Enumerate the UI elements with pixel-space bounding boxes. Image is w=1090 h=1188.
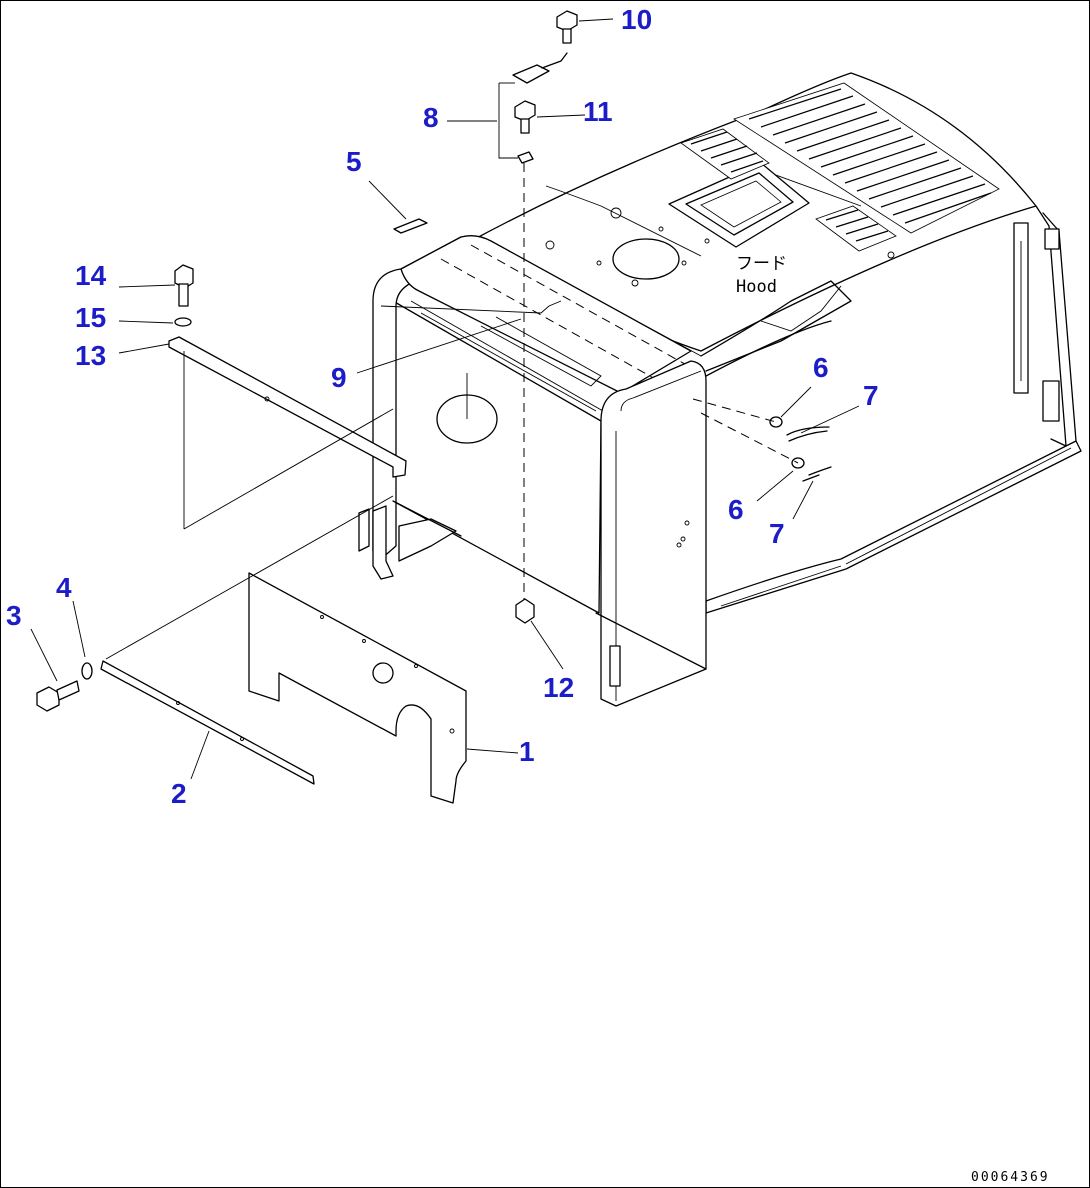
figure-number: 00064369 <box>971 1170 1050 1185</box>
callout-13: 13 <box>75 340 106 371</box>
callout-2: 2 <box>171 778 187 809</box>
part-11-bolt <box>514 100 536 134</box>
callout-8: 8 <box>423 102 439 133</box>
leader-lines <box>30 18 860 780</box>
callout-7-lower: 7 <box>769 518 785 549</box>
part-4-washer <box>81 662 93 680</box>
hood-grills <box>680 82 1000 252</box>
callout-5: 5 <box>346 146 362 177</box>
hood-front-section <box>358 235 707 707</box>
callout-14: 14 <box>75 260 107 291</box>
part-7-clamp-upper <box>786 426 830 442</box>
part-10-bolt <box>556 10 578 44</box>
callout-11: 11 <box>583 96 613 127</box>
part-9-strip <box>380 300 562 314</box>
callout-6-lower: 6 <box>728 494 744 525</box>
callout-15: 15 <box>75 302 106 333</box>
callout-7-upper: 7 <box>863 380 879 411</box>
hood-right-side <box>700 205 1082 614</box>
hood-label-english: Hood <box>736 277 777 297</box>
part-6-grommet-upper <box>769 416 783 428</box>
part-14-bolt <box>174 264 194 307</box>
part-15-washer <box>174 317 192 327</box>
callout-10: 10 <box>621 4 652 35</box>
part-7-clamp-lower <box>802 466 832 482</box>
part-1-cover-plate <box>248 572 467 804</box>
callout-4: 4 <box>56 572 72 603</box>
part-12-nut <box>515 598 535 624</box>
part-13-bracket <box>168 336 407 530</box>
part-2-bar <box>100 660 315 785</box>
part-3-bolt <box>36 680 80 712</box>
callout-6-upper: 6 <box>813 352 829 383</box>
callout-9: 9 <box>331 362 347 393</box>
hood-label-japanese: フード <box>736 254 787 274</box>
callout-numbers: 1 2 3 4 5 6 7 6 7 8 9 10 11 12 13 14 15 <box>6 4 879 809</box>
callout-3: 3 <box>6 600 22 631</box>
callout-12: 12 <box>543 672 574 703</box>
part-5-plate <box>393 218 428 234</box>
part-8-latch-assembly <box>512 52 568 601</box>
callout-1: 1 <box>519 736 535 767</box>
